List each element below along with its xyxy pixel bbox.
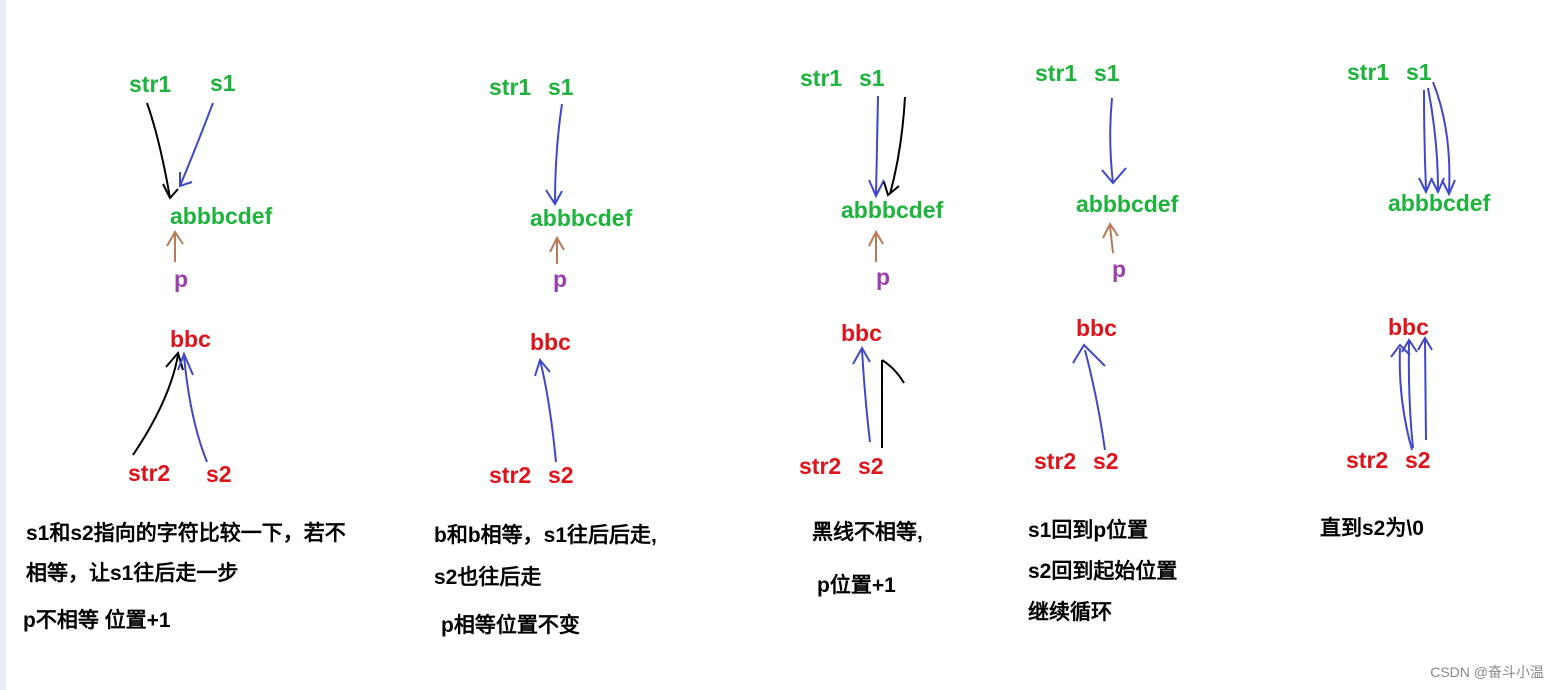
s1-label: s1 [548, 74, 574, 100]
str2-label: str2 [1034, 448, 1077, 474]
str1-label: str1 [1035, 60, 1078, 86]
str1-label: str1 [489, 74, 532, 100]
str1-label: str1 [1347, 59, 1390, 85]
str1-arrow-head [883, 181, 900, 197]
step4-note-line2: s2回到起始位置 [1028, 560, 1178, 583]
str2-label: str2 [128, 460, 171, 486]
s1-arrow [1427, 87, 1439, 191]
s1-label: s1 [1094, 60, 1120, 86]
s2-arrow-head [1390, 343, 1411, 358]
step2-note-line2: s2也往后走 [434, 566, 542, 589]
s1-arrow [875, 95, 879, 197]
step1-note-line2: 相等，让s1往后走一步 [26, 562, 239, 585]
str2-arrow [132, 354, 179, 456]
step2-note-line3: p相等位置不变 [441, 614, 580, 637]
black-line-head [881, 359, 905, 384]
p-label: p [1112, 256, 1127, 282]
s2-label: s2 [548, 462, 574, 488]
s1-arrow-head [1101, 167, 1127, 185]
s2-arrow-head [1401, 338, 1418, 353]
s2-arrow [1407, 341, 1414, 449]
str2-arrow-head [165, 350, 184, 371]
s1-label: s1 [210, 70, 236, 96]
s1-arrow [1109, 97, 1114, 184]
watermark: CSDN @奋斗小温 [1430, 664, 1544, 680]
str2-arrow [861, 349, 871, 443]
step4-note-line1: s1回到p位置 [1028, 519, 1149, 542]
sub-string-label: bbc [1076, 315, 1117, 341]
s1-arrow [1432, 81, 1451, 193]
p-arrow [1109, 225, 1114, 254]
main-string-label: abbbcdef [1388, 190, 1491, 216]
str2-label: str2 [489, 462, 532, 488]
sub-string-label: bbc [170, 326, 211, 352]
str2-arrow-head [852, 345, 871, 365]
s2-label: s2 [206, 461, 232, 487]
s1-arrow-head [179, 172, 193, 188]
step4-note-line3: 继续循环 [1028, 601, 1112, 624]
s1-arrow [554, 103, 563, 204]
s2-label: s2 [1405, 447, 1431, 473]
s1-arrow [1423, 89, 1427, 191]
s2-arrow-head [177, 351, 194, 376]
s2-arrow-head [534, 357, 551, 377]
s1-label: s1 [1406, 59, 1432, 85]
s2-label: s2 [1093, 448, 1119, 474]
step3-note-line2: p位置+1 [817, 574, 896, 597]
sub-string-label: bbc [530, 329, 571, 355]
step1-note-line3: p不相等 位置+1 [23, 609, 171, 632]
main-string-label: abbbcdef [1076, 191, 1179, 217]
p-arrow-head [166, 230, 184, 247]
s1-arrow-head [1441, 179, 1456, 197]
main-string-label: abbbcdef [170, 203, 273, 229]
s2-label: s2 [858, 453, 884, 479]
s1-arrow [179, 102, 214, 187]
s2-arrow [1084, 349, 1106, 451]
main-string-label: abbbcdef [530, 205, 633, 231]
main-string-label: abbbcdef [841, 197, 944, 223]
s1-arrow-head [545, 189, 563, 206]
str1-label: str1 [129, 71, 172, 97]
step5-note-line1: 直到s2为\0 [1320, 517, 1424, 540]
s1-arrow-head [1418, 177, 1433, 195]
str1-label: str1 [800, 65, 843, 91]
p-label: p [174, 266, 189, 292]
str2-label: str2 [1346, 447, 1389, 473]
s2-arrow [183, 355, 208, 463]
s2-arrow-head [1072, 343, 1106, 367]
s2-arrow-head [1417, 336, 1433, 351]
str1-arrow [889, 96, 906, 195]
step2-note-line1: b和b相等，s1往后后走, [434, 524, 657, 547]
sub-string-label: bbc [841, 320, 882, 346]
p-label: p [553, 266, 568, 292]
s2-arrow [1398, 347, 1413, 451]
s1-label: s1 [859, 65, 885, 91]
sub-string-label: bbc [1388, 314, 1429, 340]
s1-arrow-head [868, 179, 885, 199]
s2-arrow [539, 359, 557, 463]
p-arrow-head [549, 235, 565, 253]
s2-arrow [1424, 339, 1427, 441]
str1-arrow [146, 102, 171, 199]
window-left-edge [0, 0, 6, 690]
str1-arrow-head [162, 183, 179, 200]
step3-note-line1: 黑线不相等, [812, 521, 923, 544]
step1-note-line1: s1和s2指向的字符比较一下，若不 [26, 522, 346, 545]
s1-arrow-head [1430, 177, 1445, 195]
p-label: p [876, 264, 891, 290]
str2-label: str2 [799, 453, 842, 479]
p-arrow-head [868, 229, 884, 247]
p-arrow-head [1102, 222, 1119, 239]
